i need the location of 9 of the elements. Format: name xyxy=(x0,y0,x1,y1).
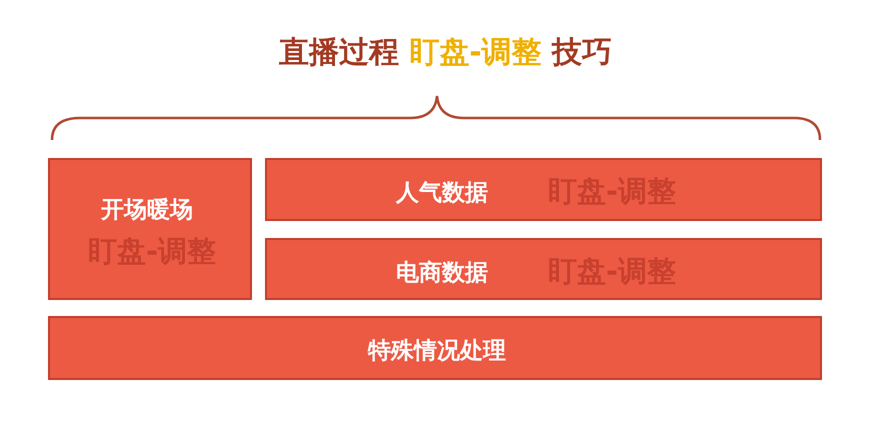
label-box xyxy=(48,316,822,380)
label-box xyxy=(48,158,252,300)
label-box xyxy=(265,238,822,300)
heading-text: 特殊情况处理 xyxy=(368,336,506,366)
heading-text: 电商数据 xyxy=(396,258,488,288)
title: 直播过程 盯盘-调整 技巧 xyxy=(278,34,612,72)
label-box xyxy=(265,158,822,221)
heading-text: 人气数据 xyxy=(396,178,488,208)
heading-text: 开场暖场 xyxy=(101,196,193,224)
